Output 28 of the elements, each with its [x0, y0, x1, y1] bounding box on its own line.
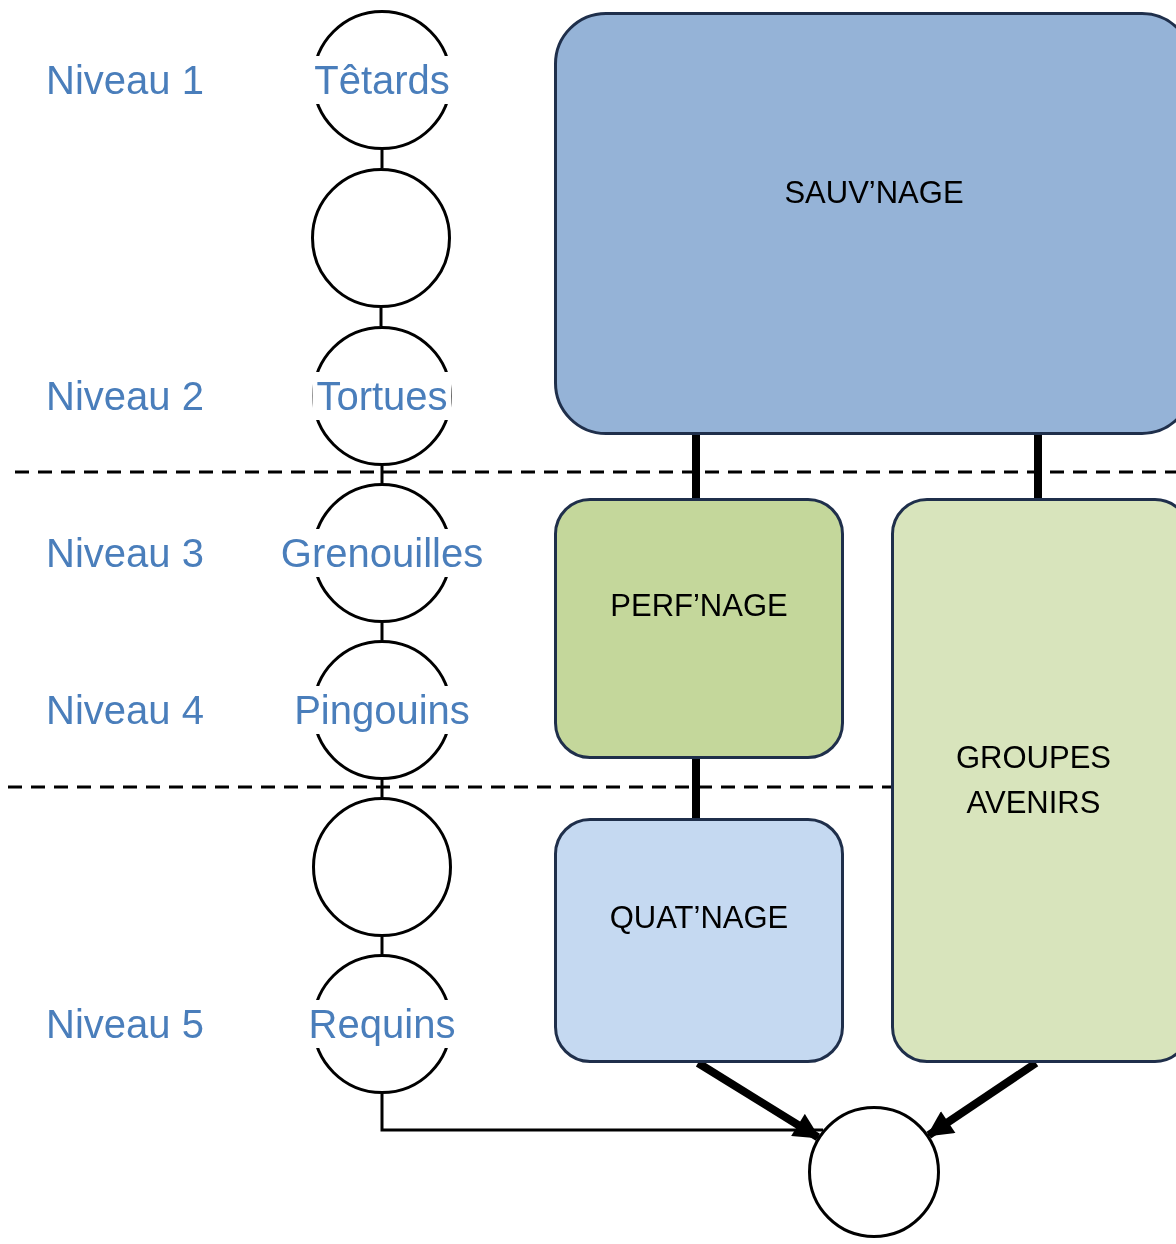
connector-line [380, 623, 384, 640]
empty-circle [310, 797, 454, 937]
connector-line [692, 759, 700, 818]
empty-circle [309, 168, 453, 308]
level-label: Niveau 1 [46, 57, 204, 104]
box-label: PERF’NAGE [609, 586, 789, 625]
rounded-box [891, 498, 1176, 1063]
connector-line [1034, 435, 1042, 498]
box-label: QUAT’NAGE [608, 898, 790, 937]
connector-line [380, 466, 384, 483]
connector-line [379, 308, 383, 326]
rounded-box [554, 12, 1176, 435]
level-label: Niveau 4 [46, 687, 204, 734]
connector-line [380, 150, 384, 168]
connector-line [692, 435, 700, 498]
rounded-box [554, 818, 844, 1063]
level-label: Niveau 5 [46, 1001, 204, 1048]
box-label: GROUPES AVENIRS [955, 738, 1112, 822]
box-label: SAUV’NAGE [783, 174, 965, 213]
connector-line [380, 780, 384, 797]
group-name: Têtards [310, 56, 454, 104]
rounded-box [554, 498, 844, 759]
level-label: Niveau 2 [46, 373, 204, 420]
level-label: Niveau 3 [46, 530, 204, 577]
group-name: Tortues [312, 372, 452, 420]
connector-line [380, 1094, 824, 1132]
connector-line [380, 937, 384, 954]
empty-circle [807, 1106, 941, 1238]
